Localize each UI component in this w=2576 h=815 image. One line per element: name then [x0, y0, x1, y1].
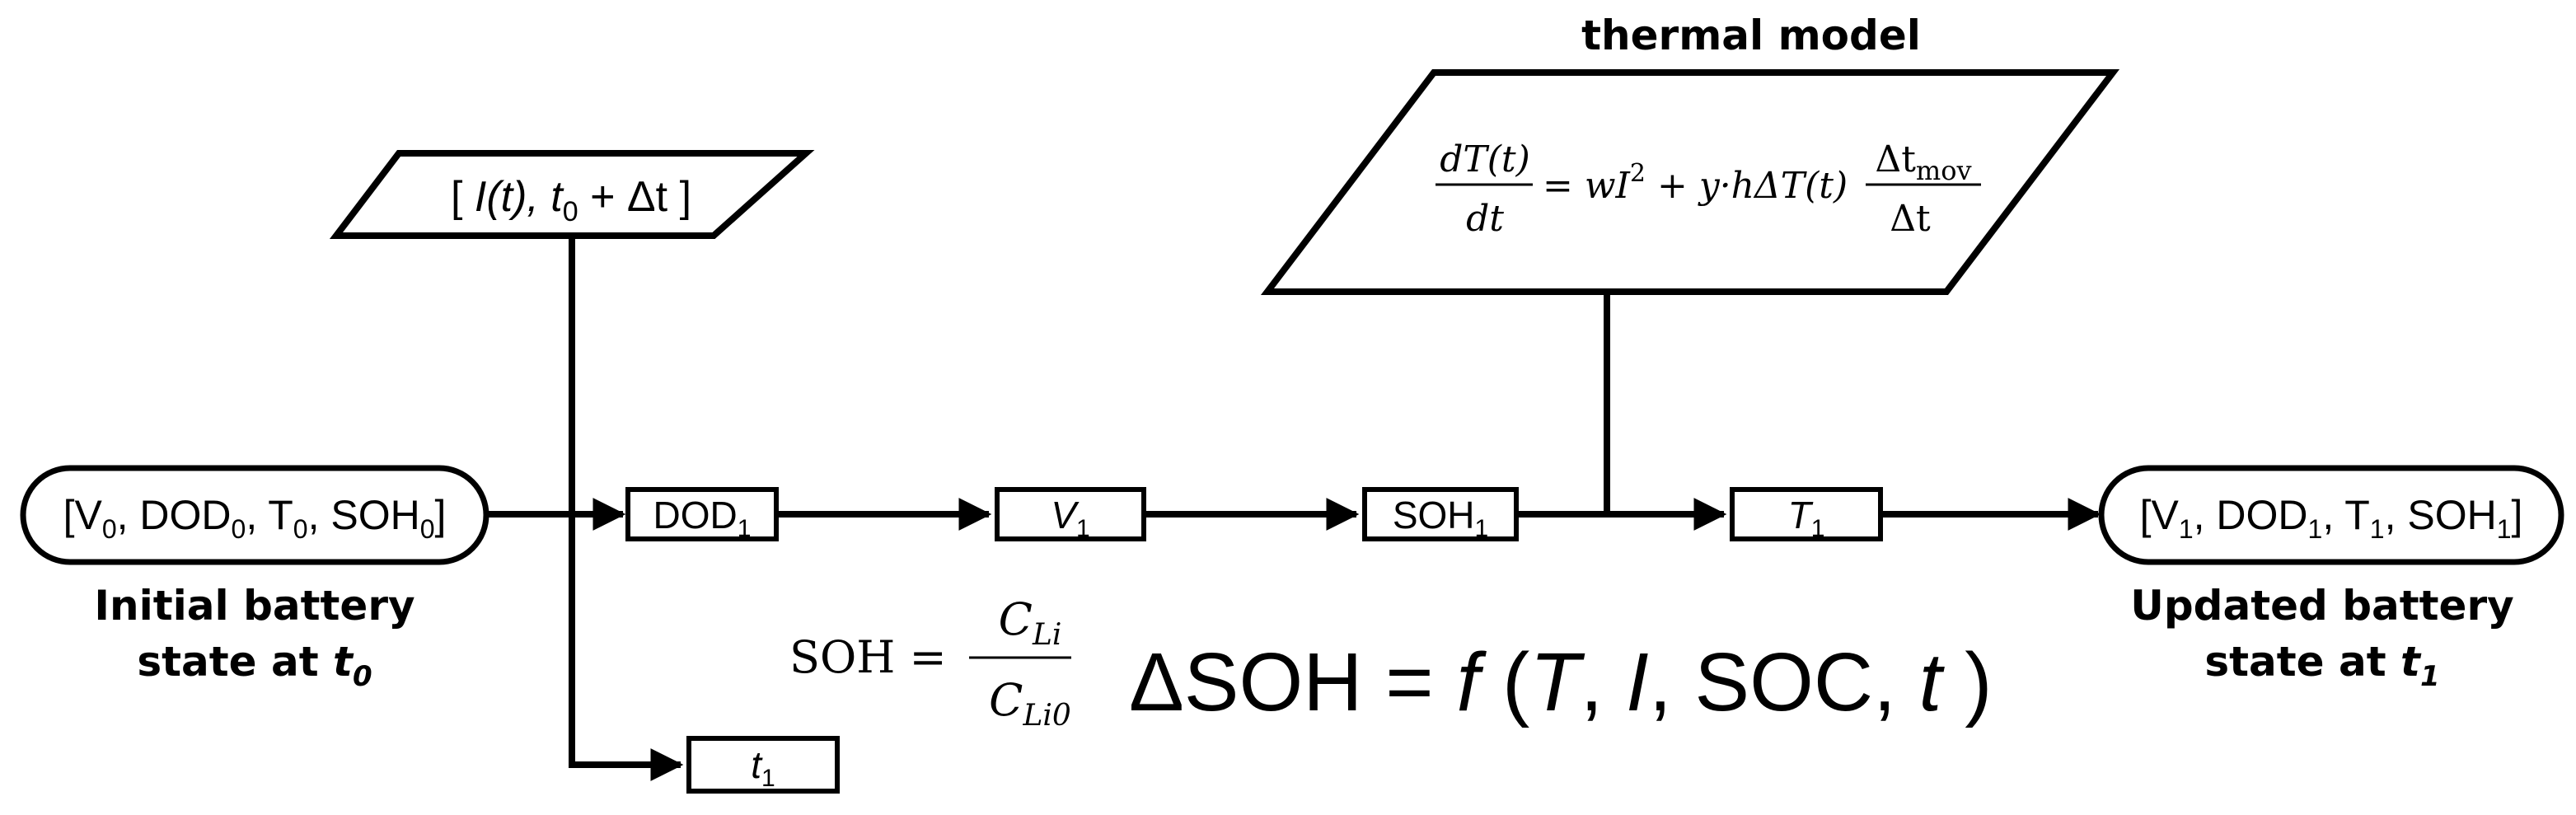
connectors	[486, 236, 2101, 781]
thermal-model-parallelogram	[1260, 69, 2120, 295]
input-parallelogram	[329, 150, 815, 239]
thermal-frac-numerator: Δtmov	[1875, 138, 1971, 186]
updated-state-ellipse	[2098, 465, 2564, 565]
initial-state-caption-line1: Initial battery	[94, 582, 415, 630]
initial-state-ellipse	[20, 465, 489, 565]
thermal-model-title: thermal model	[1581, 12, 1921, 59]
updated-state-caption-line1: Updated battery	[2130, 582, 2513, 630]
thermal-rhs-main: = wI2 + y·hΔT(t)	[1543, 159, 1848, 207]
soh-definition-lhs: SOH =	[789, 631, 947, 683]
box-soh-label: SOH1	[1393, 494, 1488, 542]
thermal-frac-denominator: Δt	[1890, 198, 1931, 240]
soh-numerator: CLi	[999, 593, 1062, 652]
updated-state-label: [V1, DOD1, T1, SOH1]	[2140, 492, 2523, 544]
box-v: V1	[995, 487, 1146, 542]
thermal-lhs-numerator: dT(t)	[1440, 138, 1530, 180]
initial-state-label: [V0, DOD0, T0, SOH0]	[63, 492, 447, 544]
box-t: T1	[1730, 487, 1883, 542]
updated-state-caption-line2: state at t1	[2204, 638, 2439, 693]
initial-state-caption-line2: state at t0	[137, 638, 372, 693]
box-t-time: t1	[686, 736, 840, 794]
thermal-equation: dT(t) dt = wI2 + y·hΔT(t) Δtmov Δt	[1436, 138, 1981, 240]
soh-denominator: CLi0	[989, 674, 1071, 733]
soh-definition: SOH = CLi CLi0	[789, 593, 1071, 733]
box-soh: SOH1	[1362, 487, 1519, 542]
box-t-label: T1	[1788, 494, 1825, 542]
box-dod-label: DOD1	[653, 494, 752, 542]
box-t-time-label: t1	[751, 743, 775, 792]
box-v-label: V1	[1051, 494, 1089, 542]
thermal-lhs-denominator: dt	[1466, 198, 1504, 240]
box-dod: DOD1	[625, 487, 779, 542]
delta-soh-formula: ΔSOH = f (T, I, SOC, t )	[1129, 636, 1993, 728]
input-label: [ I(t), t0 + Δt ]	[451, 173, 691, 227]
